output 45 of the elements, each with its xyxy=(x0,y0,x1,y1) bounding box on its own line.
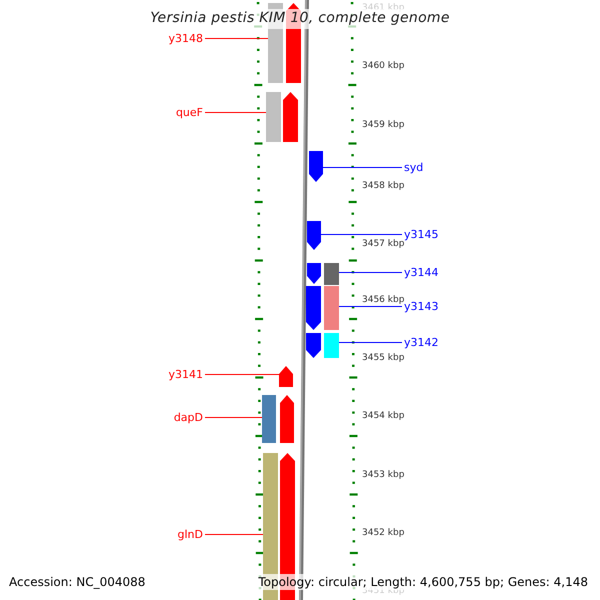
scale-label: 3460 kbp xyxy=(362,62,404,71)
gene-block xyxy=(306,286,321,330)
gene-block xyxy=(279,366,293,387)
gene-block xyxy=(306,333,321,358)
leader-line xyxy=(320,234,402,235)
gene-label: dapD xyxy=(174,412,203,423)
scale-label: 3455 kbp xyxy=(362,354,404,363)
leader-line xyxy=(338,342,402,343)
gene-label: queF xyxy=(176,107,203,118)
gene-label: y3145 xyxy=(404,229,439,240)
leader-line xyxy=(322,167,402,168)
title: Yersinia pestis KIM 10, complete genome xyxy=(150,9,450,29)
gene-bar xyxy=(266,92,281,142)
gene-block xyxy=(307,221,321,250)
gene-label: glnD xyxy=(178,529,203,540)
gene-label: y3141 xyxy=(168,369,203,380)
gene-bar xyxy=(262,395,276,443)
scale-label: 3454 kbp xyxy=(362,412,404,421)
scale-label: 3459 kbp xyxy=(362,121,404,130)
accession-text: Accession: NC_004088 xyxy=(9,576,146,588)
gene-label: y3148 xyxy=(168,33,203,44)
scale-label: 3457 kbp xyxy=(362,240,404,249)
gene-bar xyxy=(324,286,339,330)
leader-line xyxy=(338,272,402,273)
gene-block xyxy=(307,263,321,284)
leader-line xyxy=(204,534,264,535)
leader-line xyxy=(204,38,268,39)
gene-label: y3144 xyxy=(404,267,439,278)
leader-line xyxy=(204,374,280,375)
gene-bar xyxy=(324,333,339,358)
leader-line xyxy=(204,417,262,418)
leader-line xyxy=(338,306,402,307)
scale-label: 3458 kbp xyxy=(362,182,404,191)
gene-block xyxy=(280,395,294,443)
scale-label: 3453 kbp xyxy=(362,471,404,480)
gene-label: syd xyxy=(404,162,424,173)
gene-bar xyxy=(324,263,339,285)
leader-line xyxy=(204,112,266,113)
scale-label: 3456 kbp xyxy=(362,296,404,305)
scale-label: 3452 kbp xyxy=(362,529,404,538)
gene-label: y3143 xyxy=(404,301,439,312)
scale-label: 3451 kbp xyxy=(362,587,404,596)
gene-label: y3142 xyxy=(404,337,439,348)
gene-block xyxy=(309,151,323,182)
gene-block xyxy=(283,92,298,142)
